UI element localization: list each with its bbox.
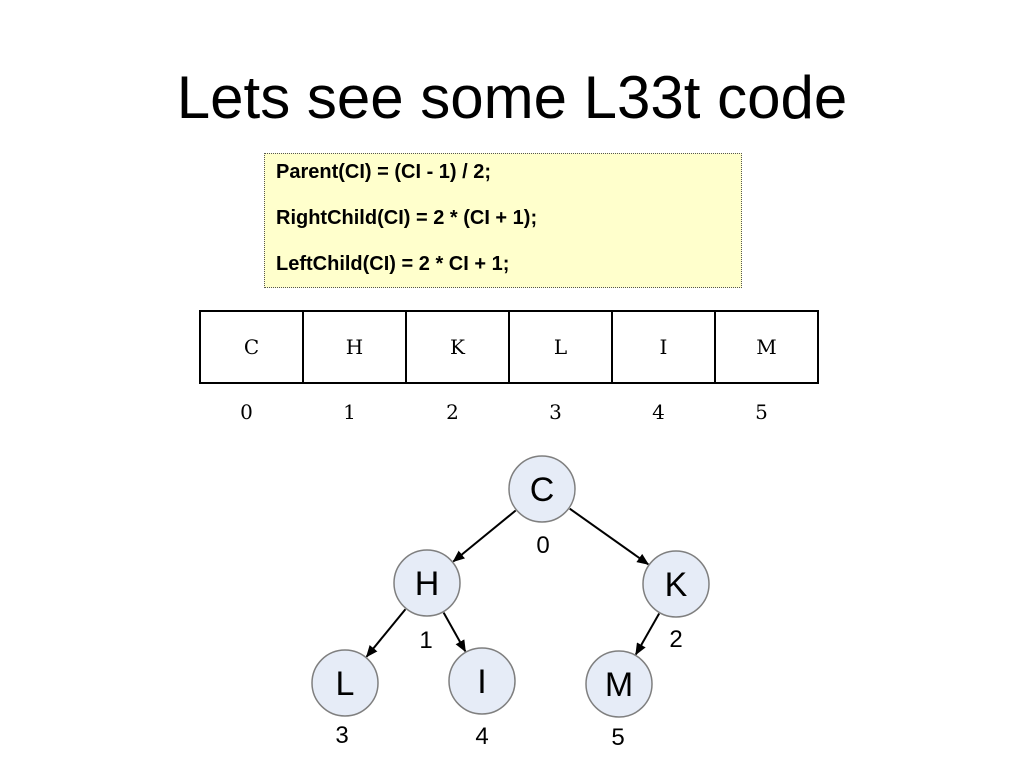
- tree-node-index: 3: [335, 722, 348, 749]
- tree-node-label: K: [665, 566, 688, 604]
- array-index-label: 4: [652, 400, 665, 424]
- code-box: Parent(CI) = (CI - 1) / 2; RightChild(CI…: [264, 153, 742, 288]
- tree-node-label: H: [415, 565, 440, 603]
- tree-node-index: 5: [611, 724, 624, 751]
- array-cell-label: L: [554, 335, 567, 359]
- tree-node-index: 4: [475, 723, 488, 750]
- tree-node: [585, 650, 653, 718]
- tree-node: [448, 647, 516, 715]
- tree-node: [393, 549, 461, 617]
- tree-edge: [442, 612, 467, 653]
- array-diagram: C 0 H 1 K 2 L 3 I 4 M 5: [199, 310, 819, 424]
- array-cell: [714, 310, 819, 384]
- array-index-label: 1: [343, 400, 356, 424]
- array-index-label: 2: [446, 400, 459, 424]
- tree-node-label: C: [530, 471, 555, 509]
- tree-edge: [365, 608, 407, 658]
- tree-node-label: L: [336, 665, 355, 703]
- array-cell-label: C: [244, 335, 259, 359]
- array-index-label: 3: [549, 400, 562, 424]
- tree-edge: [569, 507, 650, 566]
- tree-node: [508, 455, 576, 523]
- array-cell-label: H: [346, 335, 363, 359]
- array-index-label: 5: [755, 400, 768, 424]
- tree-edge: [452, 509, 517, 563]
- slide-title: Lets see some L33t code: [176, 64, 848, 131]
- tree-node: [642, 550, 710, 618]
- array-cell-label: M: [756, 335, 776, 359]
- tree-node-index: 2: [669, 626, 682, 653]
- array-cell-label: I: [660, 335, 668, 359]
- tree-node-index: 1: [419, 627, 432, 654]
- tree-node-label: M: [605, 666, 633, 704]
- array-cell: [611, 310, 716, 384]
- array-cell: [199, 310, 304, 384]
- array-cell: [405, 310, 510, 384]
- array-index-label: 0: [240, 400, 253, 424]
- tree-node-index: 0: [536, 532, 549, 559]
- tree-node-label: I: [477, 663, 486, 701]
- tree-node: [311, 649, 379, 717]
- code-line-left-child: LeftChild(CI) = 2 * CI + 1;: [276, 253, 510, 275]
- tree-edge: [634, 613, 661, 656]
- array-cell-label: K: [450, 335, 466, 359]
- code-line-right-child: RightChild(CI) = 2 * (CI + 1);: [276, 207, 538, 229]
- array-cell: [302, 310, 407, 384]
- code-line-parent: Parent(CI) = (CI - 1) / 2;: [276, 161, 492, 183]
